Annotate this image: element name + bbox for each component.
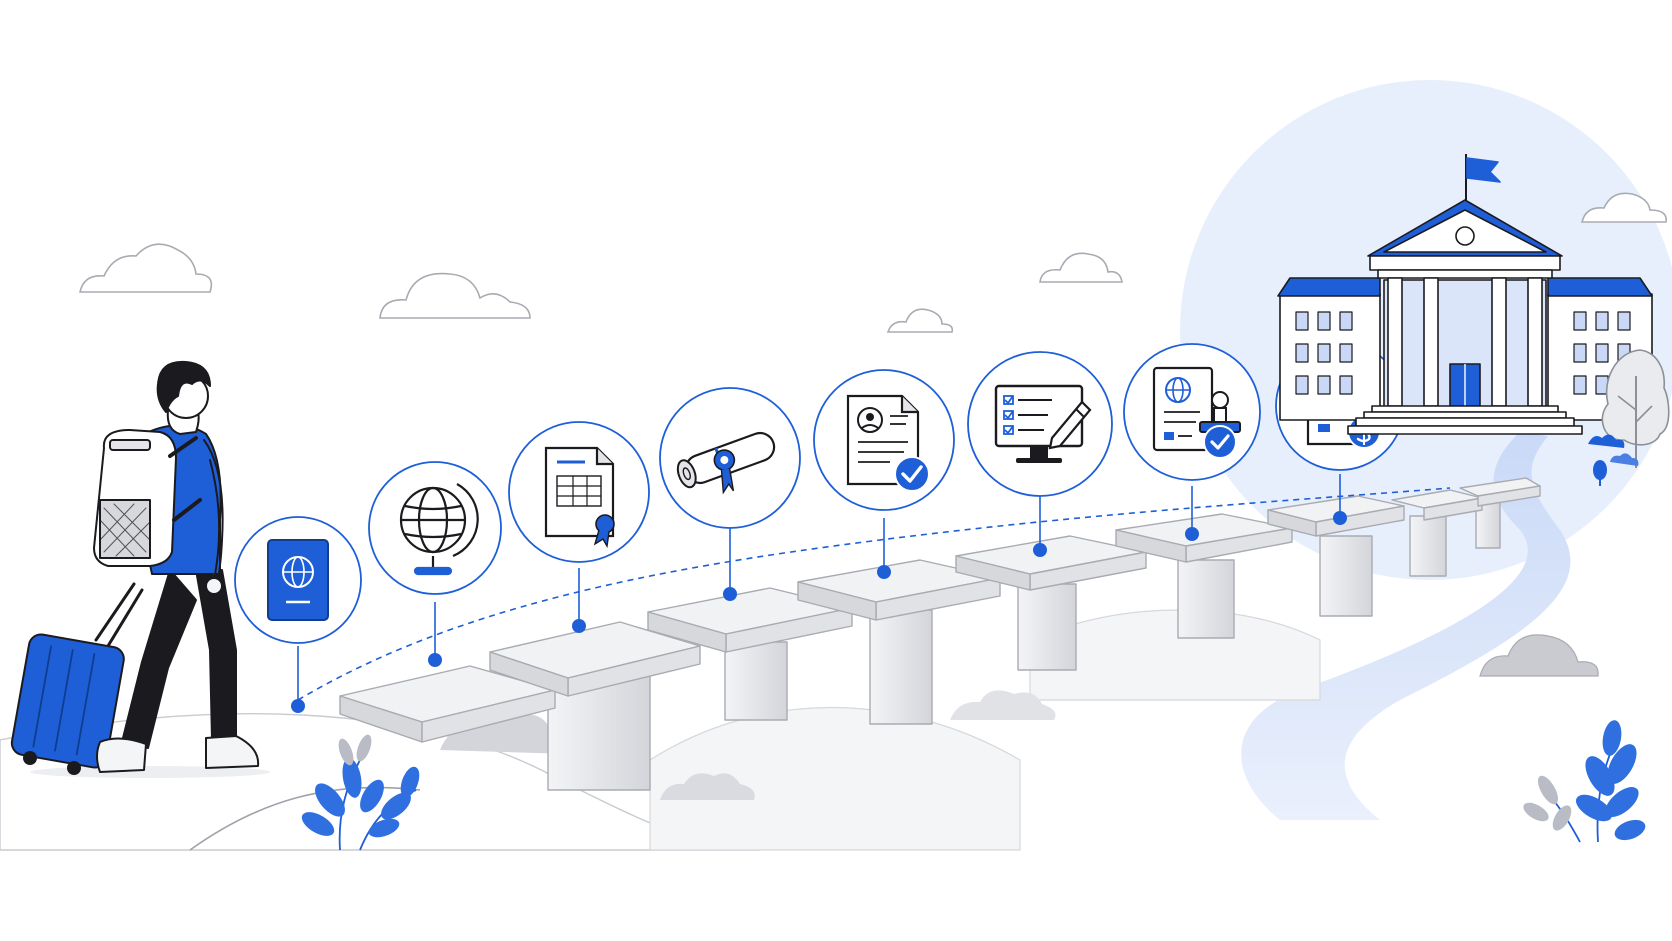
cloud [886,308,954,333]
step-visa-stamp [1123,343,1261,481]
tree-icon [1601,349,1670,468]
river [1241,432,1571,820]
approved-profile-document-icon [846,394,930,492]
step-passport [234,516,362,644]
bridge-pillars [547,499,1501,791]
step-online-application [967,351,1113,497]
step-certificate [508,421,650,563]
progress-path [297,487,1451,701]
step-globe [368,461,502,595]
clouds [79,192,1667,333]
step-dots [291,511,1347,713]
step-profile-approval [813,369,955,511]
bush-right [1479,634,1599,677]
cloud [1039,252,1123,283]
diploma-scroll-icon [676,431,776,495]
backpack-icon [93,429,202,567]
stepping-stone-bridge [339,477,1541,791]
step-diploma [659,387,801,529]
certificate-document-icon [544,446,615,549]
student-traveler-icon [10,360,270,778]
bushes [440,634,1599,800]
plant-left [301,734,420,851]
bridge-slabs [339,477,1541,743]
cloud [1580,192,1667,223]
small-blue-bushes [1588,434,1639,486]
passport-icon [267,539,329,621]
online-application-icon [994,384,1092,463]
cloud [79,243,213,293]
cloud [379,272,531,319]
globe-icon [399,483,479,576]
visa-stamp-icon [1152,366,1241,459]
suitcase-icon [10,582,144,775]
step-connectors [297,474,1341,704]
plant-right [1523,720,1646,843]
